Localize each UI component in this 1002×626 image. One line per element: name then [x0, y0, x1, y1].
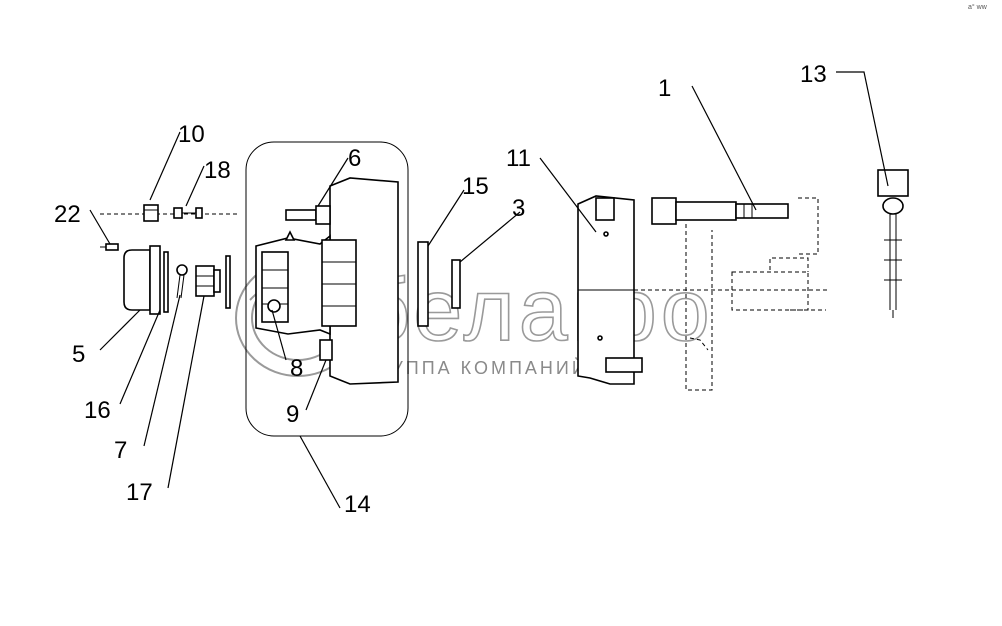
background-dashed-frame: [634, 197, 830, 391]
callout-10: 10: [178, 121, 205, 148]
callout-11: 11: [506, 145, 531, 172]
part-1-axle-stub: [651, 197, 789, 225]
callout-14: 14: [344, 491, 371, 518]
callout-3: 3: [512, 195, 525, 222]
part-14-group-frame: [245, 141, 409, 437]
callout-13: 13: [800, 61, 827, 88]
callout-22: 22: [54, 201, 81, 228]
part-18-pin: [173, 207, 203, 219]
callout-6: 6: [348, 145, 361, 172]
callout-labels: 10 18 22 5 16 7 17 6 8 9 14 15 3 11 1 13: [54, 61, 827, 518]
callout-9: 9: [286, 401, 299, 428]
watermark-brand: белагро: [360, 260, 714, 359]
part-17-nut: [195, 265, 221, 297]
part-5-cap: [123, 245, 161, 315]
part-10-block: [143, 204, 159, 222]
part-8-bearing: [267, 299, 281, 313]
part-16-gasket: [163, 251, 169, 313]
leader-lines: [89, 71, 889, 509]
callout-15: 15: [462, 173, 489, 200]
thin-washer: [225, 255, 231, 309]
part-3-key: [451, 259, 461, 309]
callout-8: 8: [290, 355, 303, 382]
part-7-split-pin: [176, 264, 188, 299]
callout-5: 5: [72, 341, 85, 368]
callout-7: 7: [114, 437, 127, 464]
part-22-screw: [100, 243, 119, 251]
part-hub-assembly: [255, 177, 399, 385]
callout-16: 16: [84, 397, 111, 424]
part-11-housing: [577, 195, 643, 385]
corner-mark: a° ww: [968, 3, 988, 11]
callout-18: 18: [204, 157, 231, 184]
part-13-bolt: [877, 169, 909, 318]
callout-17: 17: [126, 479, 153, 506]
watermark-subtitle: ГРУППА КОМПАНИЙ: [364, 357, 588, 378]
part-15-seal: [417, 241, 429, 327]
part-9-stud: [319, 339, 333, 361]
callout-1: 1: [658, 75, 671, 102]
part-6-stud: [285, 205, 331, 225]
